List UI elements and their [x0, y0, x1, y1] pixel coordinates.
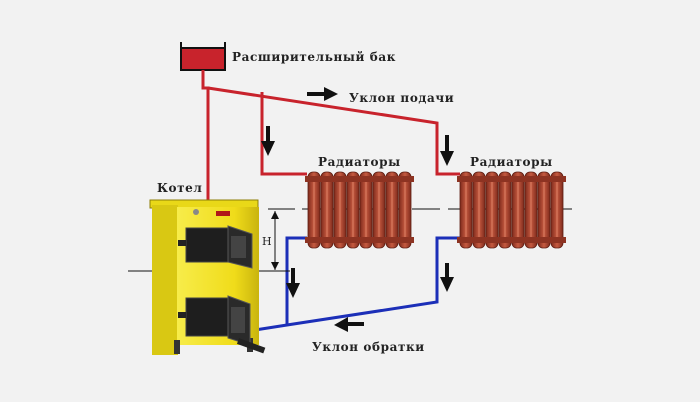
radiators-left-label: Радиаторы	[318, 155, 401, 169]
supply-slope-label: Уклон подачи	[349, 91, 454, 105]
boiler	[149, 199, 266, 355]
height-dimension	[271, 211, 279, 270]
radiator-right	[457, 171, 566, 249]
flow-arrows	[261, 87, 454, 332]
supply-pipes	[201, 70, 460, 205]
arrow-supply-right-icon	[307, 87, 338, 101]
boiler-upper-door	[178, 225, 253, 269]
arrow-down-left-radiator-icon	[261, 126, 275, 156]
tank-label: Расширительный бак	[232, 50, 396, 64]
return-pipes	[254, 236, 460, 332]
arrow-down-right-return-icon	[440, 263, 454, 292]
return-slope-label: Уклон обратки	[312, 340, 425, 354]
expansion-tank	[180, 42, 226, 71]
radiators-right-label: Радиаторы	[470, 155, 553, 169]
boiler-lower-door	[178, 295, 266, 354]
arrow-return-left-icon	[334, 317, 364, 332]
radiator-left	[305, 171, 414, 249]
boiler-label: Котел	[157, 181, 202, 195]
height-label: H	[262, 235, 272, 248]
arrow-down-right-radiator-icon	[440, 135, 454, 166]
arrow-down-left-return-icon	[286, 268, 300, 298]
